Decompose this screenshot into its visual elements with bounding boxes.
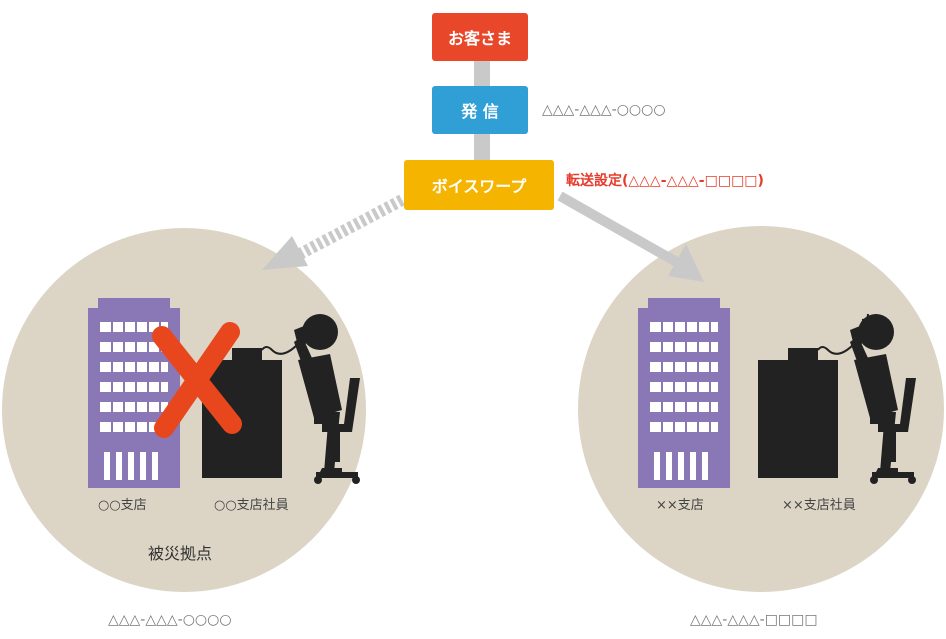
forwarding-setting: 転送設定(△△△-△△△-□□□□) <box>566 173 764 189</box>
voicewarp-box: ボイスワープ <box>404 160 554 210</box>
left-branch-label: ○○支店 <box>98 498 147 513</box>
caller-number: △△△-△△△-○○○○ <box>542 102 666 118</box>
building-icon <box>87 297 181 489</box>
right-employee-label: ××支店社員 <box>782 498 856 513</box>
damaged-site-label: 被災拠点 <box>148 544 213 563</box>
right-site-number: △△△-△△△-□□□□ <box>690 612 818 628</box>
customer-box: お客さま <box>432 13 528 61</box>
blocked-route-arrow <box>262 194 405 270</box>
left-employee-label: ○○支店社員 <box>214 498 289 513</box>
right-branch-label: ××支店 <box>656 498 704 513</box>
worker-icon <box>757 313 917 485</box>
forward-route-arrow <box>557 191 704 282</box>
call-box: 発 信 <box>432 86 528 134</box>
left-site-number: △△△-△△△-○○○○ <box>108 612 232 628</box>
cross-icon <box>152 322 242 438</box>
ringing-icon <box>861 313 881 335</box>
building-icon <box>637 297 731 489</box>
